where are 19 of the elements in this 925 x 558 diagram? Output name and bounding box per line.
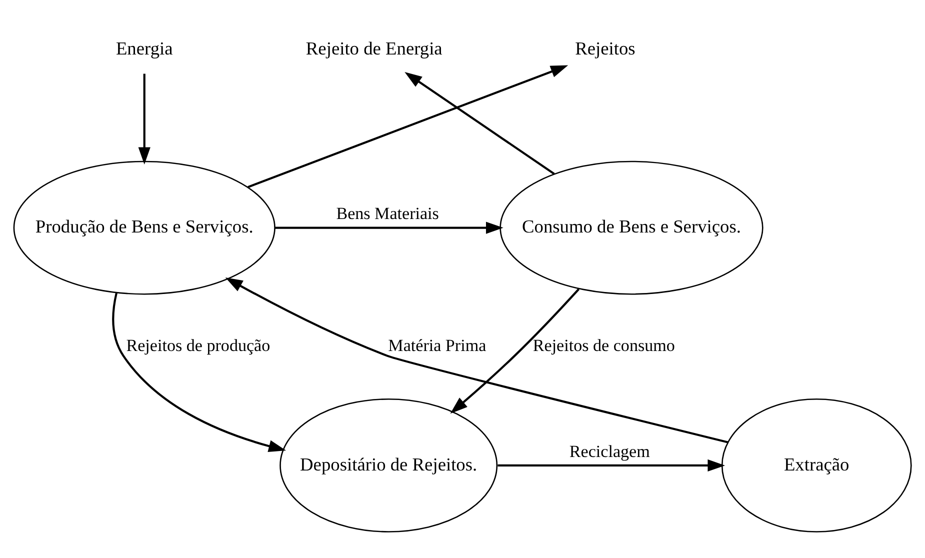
node-text: Rejeitos <box>575 38 636 59</box>
node-ellipse: Produção de Bens e Serviços. <box>13 160 276 295</box>
edge-label: Bens Materiais <box>336 204 439 224</box>
edge-label: Rejeitos de produção <box>126 336 270 356</box>
node-ellipse: Extração <box>721 398 912 532</box>
arrow <box>274 222 504 234</box>
arrow <box>404 72 555 175</box>
edge-label: Matéria Prima <box>388 336 486 356</box>
arrow <box>450 288 580 414</box>
node-text: Energia <box>116 38 173 59</box>
arrow <box>225 277 728 444</box>
arrow <box>138 74 150 165</box>
arrow <box>248 65 568 188</box>
arrow <box>498 459 726 472</box>
node-text: Rejeito de Energia <box>306 38 442 59</box>
edge-label: Reciclagem <box>569 442 650 461</box>
node-ellipse: Consumo de Bens e Serviços. <box>500 160 764 295</box>
edge-label: Rejeitos de consumo <box>532 336 675 356</box>
arrow <box>112 292 286 452</box>
